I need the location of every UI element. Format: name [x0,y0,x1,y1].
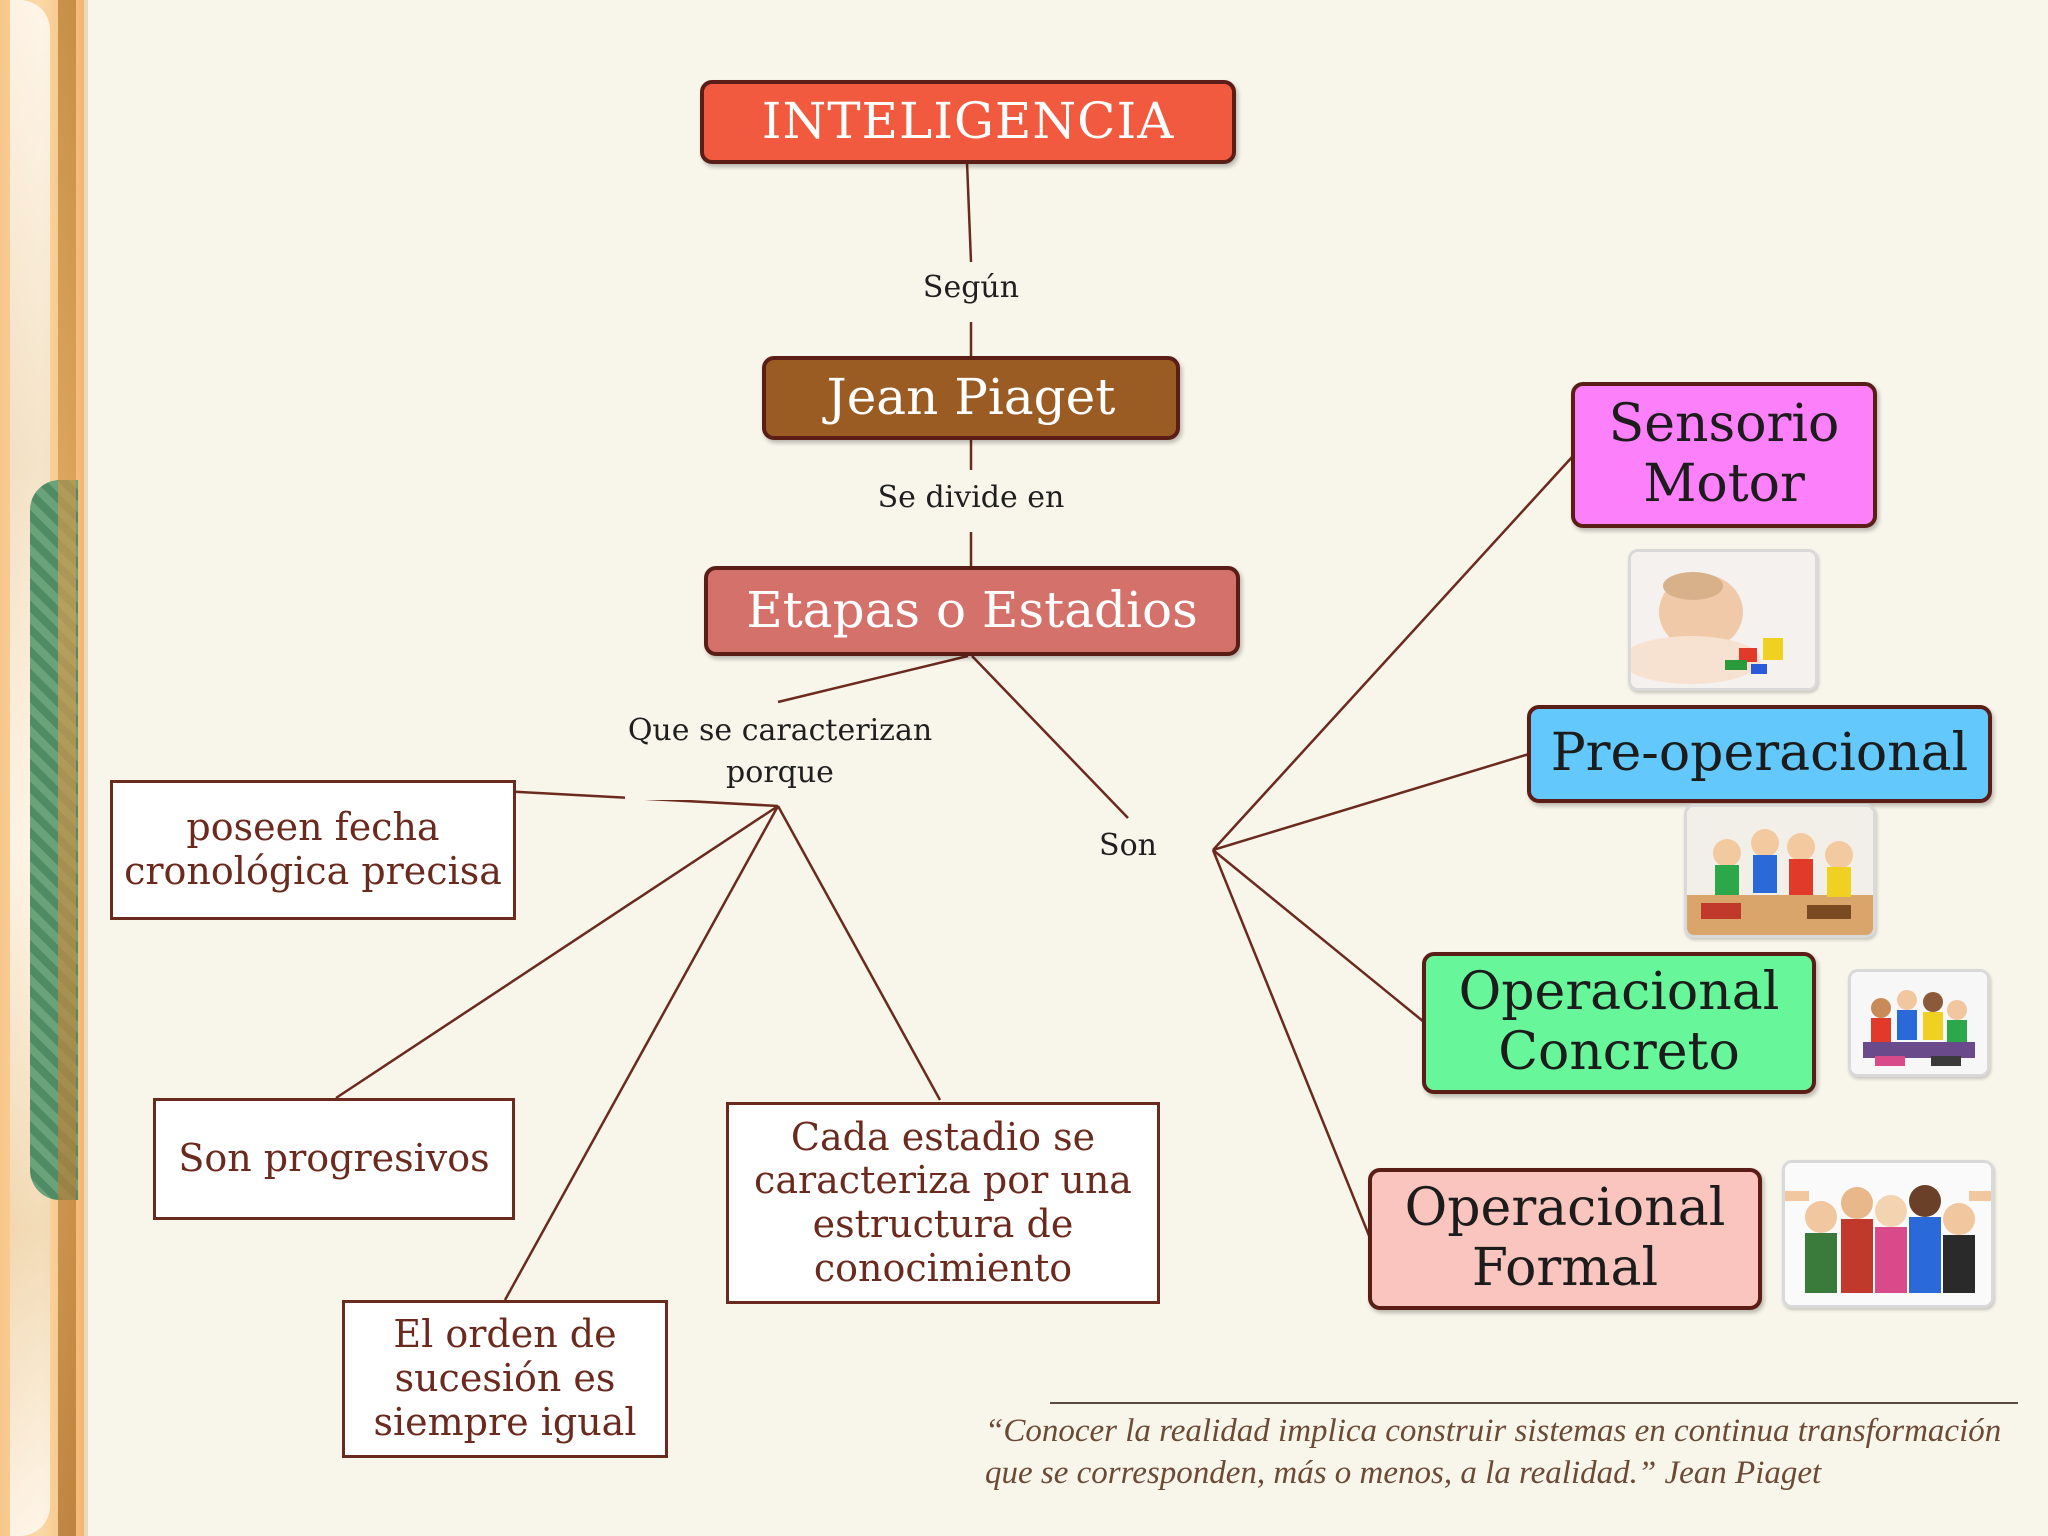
characteristic-text: Cada estadio se caracteriza por una estr… [754,1114,1132,1290]
children-group-photo [1848,969,1990,1077]
que-se-caracterizan-label: Que se caracterizan porque [625,710,935,800]
connector-to-formal [1211,849,1372,1239]
stage-label: Operacional Formal [1404,1178,1726,1298]
inteligencia-label: INTELIGENCIA [761,92,1175,151]
decorative-side-strip [0,0,88,1536]
stage-label: Pre-operacional [1550,723,1969,784]
etapas-estadios-label: Etapas o Estadios [746,581,1198,640]
decor-edge [84,0,88,1536]
characteristic-box: poseen fecha cronológica precisa [110,780,516,920]
connector-inteligencia-segun [965,161,973,263]
piaget-quote: “Conocer la realidad implica construir s… [985,1413,2002,1491]
jean-piaget-label: Jean Piaget [826,368,1116,427]
stage-node-operacional-concreto: Operacional Concreto [1422,952,1816,1094]
stage-node-pre-operacional: Pre-operacional [1527,705,1992,803]
characteristic-box: Cada estadio se caracteriza por una estr… [726,1102,1160,1304]
characteristic-box: El orden de sucesión es siempre igual [342,1300,668,1458]
connector-to-progresivos [335,804,779,1100]
stage-node-operacional-formal: Operacional Formal [1368,1168,1762,1310]
se-divide-en-label: Se divide en [860,480,1082,526]
decor-band [58,0,76,1536]
connector-to-preoperacional [1212,752,1530,852]
connector-etapas-son [971,655,1129,819]
connector-to-orden [503,805,780,1301]
etapas-estadios-node: Etapas o Estadios [704,566,1240,656]
stage-label: Operacional Concreto [1458,962,1780,1082]
characteristic-text: Son progresivos [178,1136,490,1181]
segun-label: Según [900,270,1042,316]
connector-to-estructura [776,805,942,1101]
toy-figures-photo [1684,804,1876,938]
stage-label: Sensorio Motor [1608,394,1840,514]
characteristic-box: Son progresivos [153,1098,515,1220]
baby-playing-photo [1628,549,1818,691]
characteristic-text: poseen fecha cronológica precisa [124,805,502,893]
teenagers-group-photo [1782,1160,1994,1308]
jean-piaget-node: Jean Piaget [762,356,1180,440]
son-label: Son [1092,828,1164,874]
characteristic-text: El orden de sucesión es siempre igual [373,1312,637,1444]
connector-to-concreto [1212,849,1425,1023]
inteligencia-node: INTELIGENCIA [700,80,1236,164]
stage-node-sensorio-motor: Sensorio Motor [1571,382,1877,528]
connector-to-sensorio [1212,455,1574,851]
connector-etapas-caracterizan [777,654,969,704]
quote-divider [1050,1402,2018,1404]
